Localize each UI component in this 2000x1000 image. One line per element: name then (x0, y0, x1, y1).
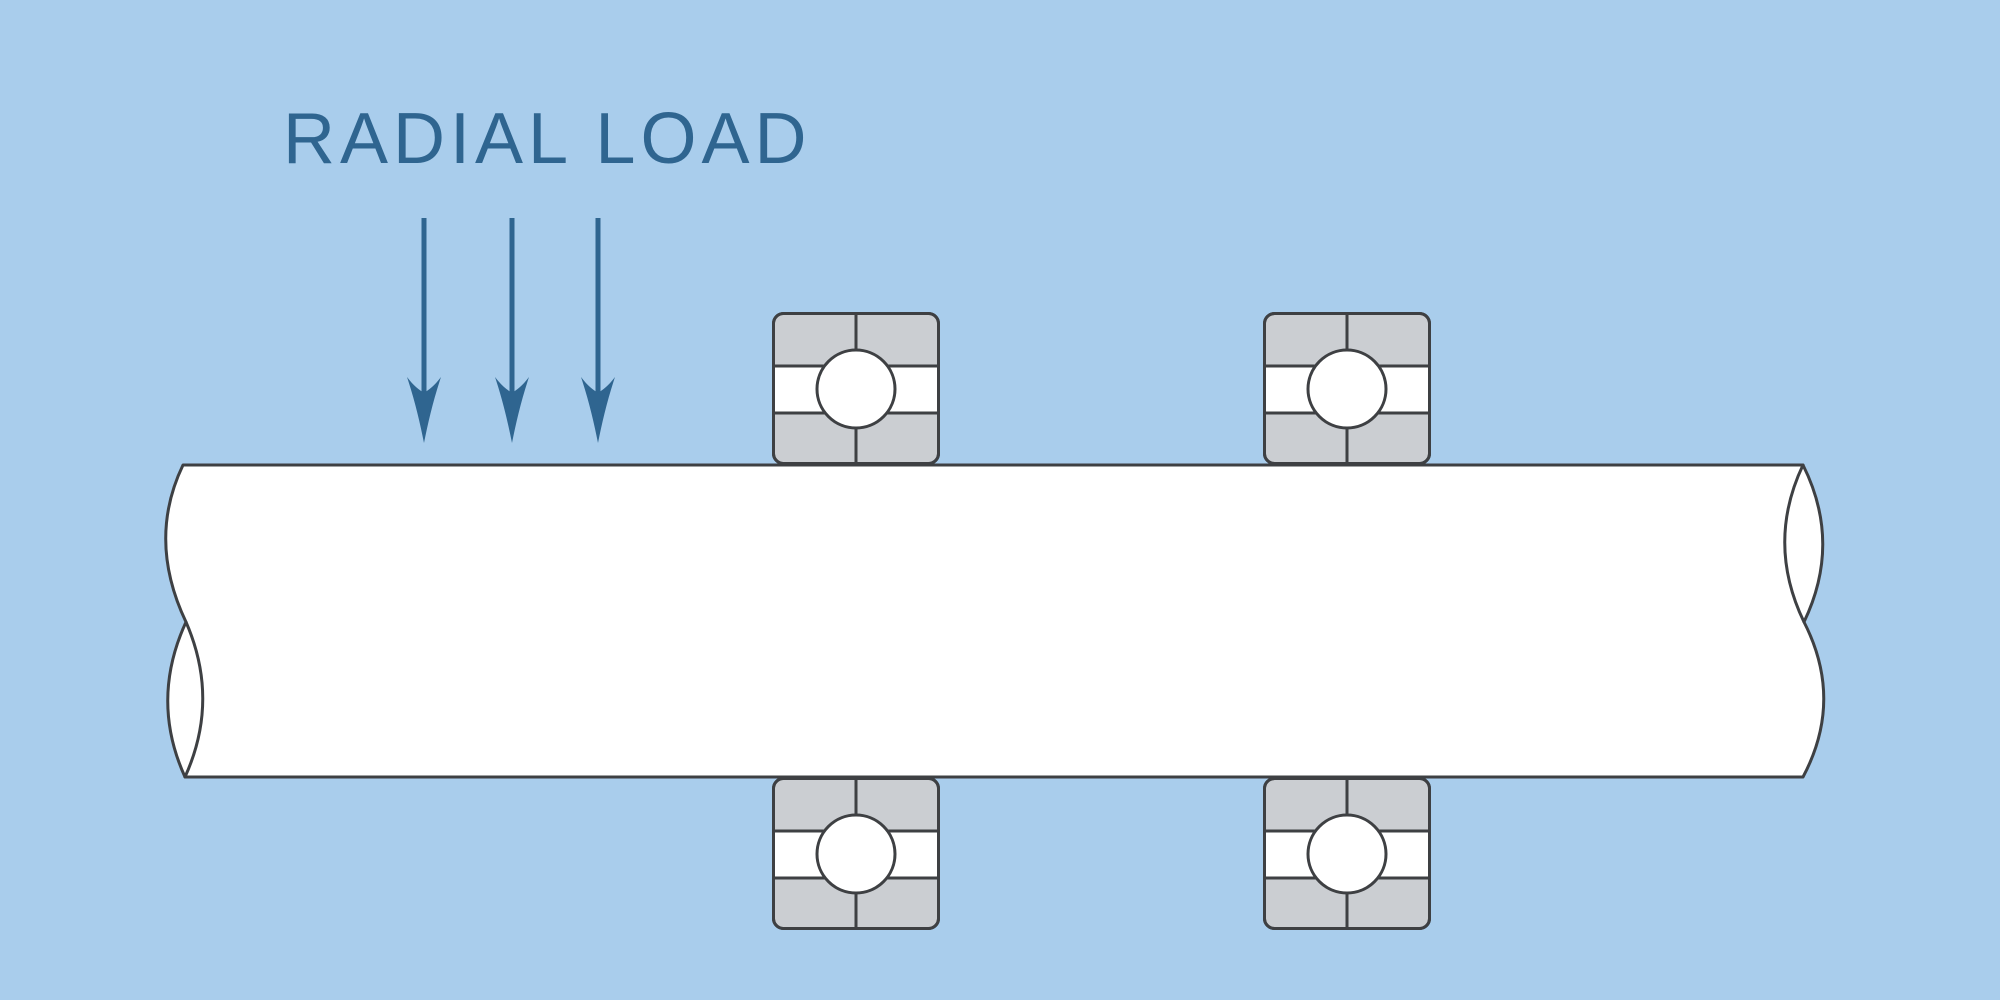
down-arrow-icon (407, 218, 441, 443)
ball-bearing-icon (772, 312, 940, 465)
ball-bearing-icon (1263, 312, 1431, 465)
shaft-break-lens-right (1783, 463, 1806, 624)
shaft-body (164, 463, 1826, 779)
shaft-break-lens-left (183, 620, 205, 779)
down-arrow-icon (581, 218, 615, 443)
ball-bearing-icon (1263, 777, 1431, 930)
shaft-graphic (164, 463, 1826, 779)
ball-bearing-icon (772, 777, 940, 930)
radial-load-label: RADIAL LOAD (283, 99, 811, 179)
load-arrows (407, 218, 615, 443)
down-arrow-icon (495, 218, 529, 443)
